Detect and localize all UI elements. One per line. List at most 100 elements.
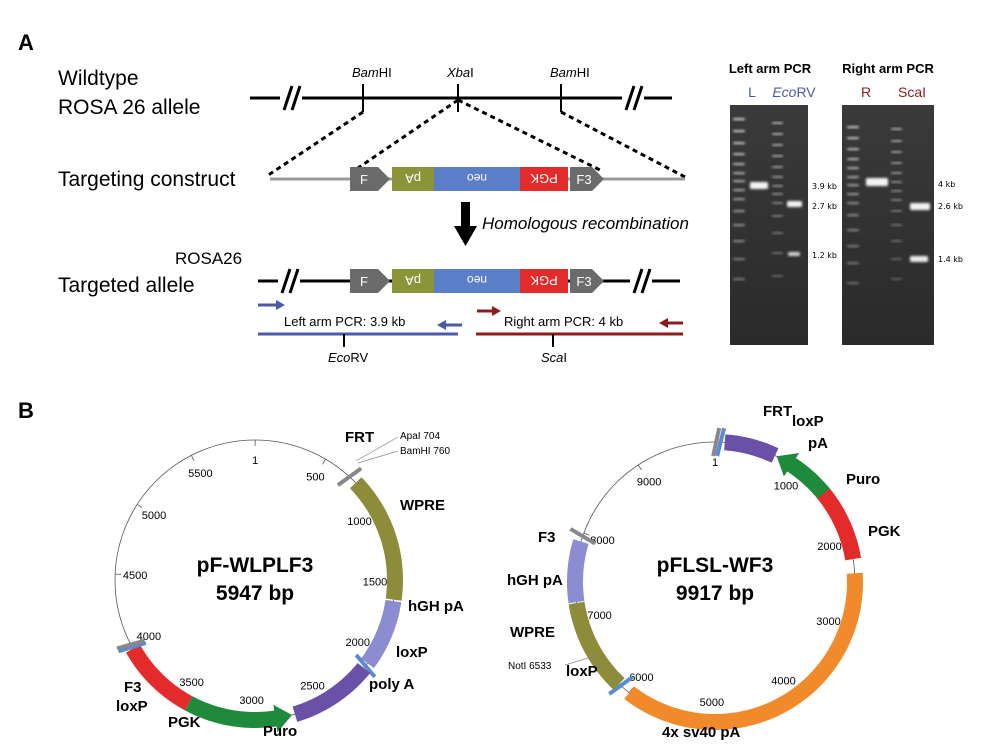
ladder-band bbox=[847, 282, 859, 285]
right-pcr-label: Right arm PCR: 4 kb bbox=[504, 314, 623, 329]
right-arm-pcr bbox=[476, 306, 683, 347]
construct-neo: neo bbox=[467, 171, 487, 185]
ladder-band bbox=[891, 151, 902, 153]
p1-pgk-label: PGK bbox=[168, 714, 201, 731]
ladder-band bbox=[733, 198, 745, 201]
ladder-band bbox=[772, 155, 783, 157]
ladder-band bbox=[733, 278, 745, 281]
ladder-band bbox=[847, 193, 859, 196]
p2-puro-label: Puro bbox=[846, 471, 880, 488]
left-ecorv-band-2 bbox=[788, 252, 800, 256]
targeted-allele bbox=[258, 268, 680, 294]
construct-f3: F3 bbox=[576, 172, 591, 187]
site-bamhi-1: BamHI bbox=[352, 65, 392, 80]
p1-pgk-arc bbox=[126, 644, 193, 711]
ladder-band bbox=[733, 189, 745, 192]
p2-loxp2-label: loxP bbox=[566, 663, 598, 680]
scai-site: ScaI bbox=[541, 350, 567, 365]
ladder-band bbox=[772, 144, 783, 146]
site-bamhi-2: BamHI bbox=[550, 65, 590, 80]
ladder-band bbox=[733, 240, 745, 243]
left-lane-ecorv: EcoRV bbox=[772, 84, 816, 100]
right-gel bbox=[842, 105, 934, 345]
ladder-band bbox=[891, 224, 902, 226]
p1-frt-mark bbox=[336, 466, 363, 487]
construct-f: F bbox=[360, 172, 368, 187]
p2-noti-leader bbox=[564, 654, 599, 666]
ladder-band bbox=[847, 202, 859, 205]
tick-label: 4000 bbox=[771, 676, 795, 688]
tick-label: 1000 bbox=[347, 516, 371, 528]
ladder-band bbox=[847, 214, 859, 217]
tick-mark bbox=[136, 504, 143, 508]
p2-pa-label: pA bbox=[808, 435, 828, 452]
ladder-band bbox=[847, 229, 859, 232]
ladder-band bbox=[772, 166, 783, 168]
left-size-2: 2.7 kb bbox=[812, 202, 837, 211]
ladder-band bbox=[891, 240, 902, 242]
ladder-band bbox=[847, 184, 859, 187]
right-size-2: 2.6 kb bbox=[938, 202, 963, 211]
ladder-band bbox=[772, 185, 783, 187]
p2-wpre-arc bbox=[568, 601, 625, 690]
ladder-band bbox=[772, 122, 783, 124]
p2-f3-mark bbox=[569, 527, 597, 546]
tick-label: 4500 bbox=[123, 570, 147, 582]
ladder-band bbox=[847, 126, 859, 129]
p2-frt-label: FRT bbox=[763, 403, 792, 420]
p2-loxp2-mark bbox=[608, 675, 634, 696]
right-scai-band-1 bbox=[910, 203, 930, 210]
ladder-band bbox=[891, 181, 902, 183]
p2-pgk-arc bbox=[816, 487, 861, 561]
ladder-band bbox=[733, 224, 745, 227]
p2-frt-mark bbox=[711, 427, 722, 457]
ladder-band bbox=[891, 140, 902, 142]
right-lane-scai: ScaI bbox=[898, 84, 926, 100]
right-lane-r: R bbox=[861, 84, 871, 100]
targeted-neo: neo bbox=[467, 273, 487, 287]
targeted-f: F bbox=[360, 274, 368, 289]
ladder-band bbox=[772, 232, 783, 234]
right-size-1: 4 kb bbox=[938, 180, 955, 189]
plasmid1-size: 5947 bp bbox=[216, 582, 294, 605]
tick-label: 3000 bbox=[816, 616, 840, 628]
wildtype-allele-line bbox=[250, 84, 672, 112]
right-gel-title: Right arm PCR bbox=[842, 61, 934, 76]
targeted-pa: pA bbox=[405, 273, 421, 288]
tick-label: 2000 bbox=[346, 637, 370, 649]
ladder-band bbox=[733, 153, 745, 156]
p2-pgk-label: PGK bbox=[868, 523, 901, 540]
tick-mark bbox=[322, 458, 326, 465]
tick-mark bbox=[637, 464, 642, 471]
targeted-allele-label: Targeted allele bbox=[58, 274, 195, 297]
p2-loxp-label: loxP bbox=[792, 413, 824, 430]
tick-label: 2500 bbox=[300, 680, 324, 692]
tick-mark bbox=[190, 455, 195, 461]
p2-hgh-label: hGH pA bbox=[507, 572, 563, 589]
right-scai-band-2 bbox=[910, 256, 928, 262]
p2-sv40-label: 4x sv40 pA bbox=[662, 724, 741, 741]
rosa26-label: ROSA26 bbox=[175, 249, 242, 268]
wildtype-label-2: ROSA 26 allele bbox=[58, 96, 200, 119]
targeting-construct bbox=[270, 167, 685, 191]
p1-wpre-arc bbox=[350, 477, 403, 601]
tick-label: 1500 bbox=[363, 577, 387, 589]
targeted-f3: F3 bbox=[576, 274, 591, 289]
plasmid2-features bbox=[567, 427, 863, 730]
wildtype-label: Wildtype bbox=[58, 67, 139, 90]
plasmid1-name: pF-WLPLF3 bbox=[197, 554, 314, 577]
ladder-band bbox=[847, 245, 859, 248]
ladder-band bbox=[891, 210, 902, 212]
tick-label: 5500 bbox=[188, 468, 212, 480]
ladder-band bbox=[891, 199, 902, 201]
tick-label: 7000 bbox=[587, 610, 611, 622]
p1-wpre-label: WPRE bbox=[400, 497, 445, 514]
ladder-band bbox=[891, 172, 902, 174]
recombination-label: Homologous recombination bbox=[482, 214, 689, 233]
p1-f3-mark bbox=[116, 638, 146, 651]
ladder-band bbox=[772, 202, 783, 204]
p1-polya-arc bbox=[292, 663, 371, 722]
ladder-band bbox=[772, 193, 783, 195]
p2-sv40-arc bbox=[624, 572, 863, 730]
